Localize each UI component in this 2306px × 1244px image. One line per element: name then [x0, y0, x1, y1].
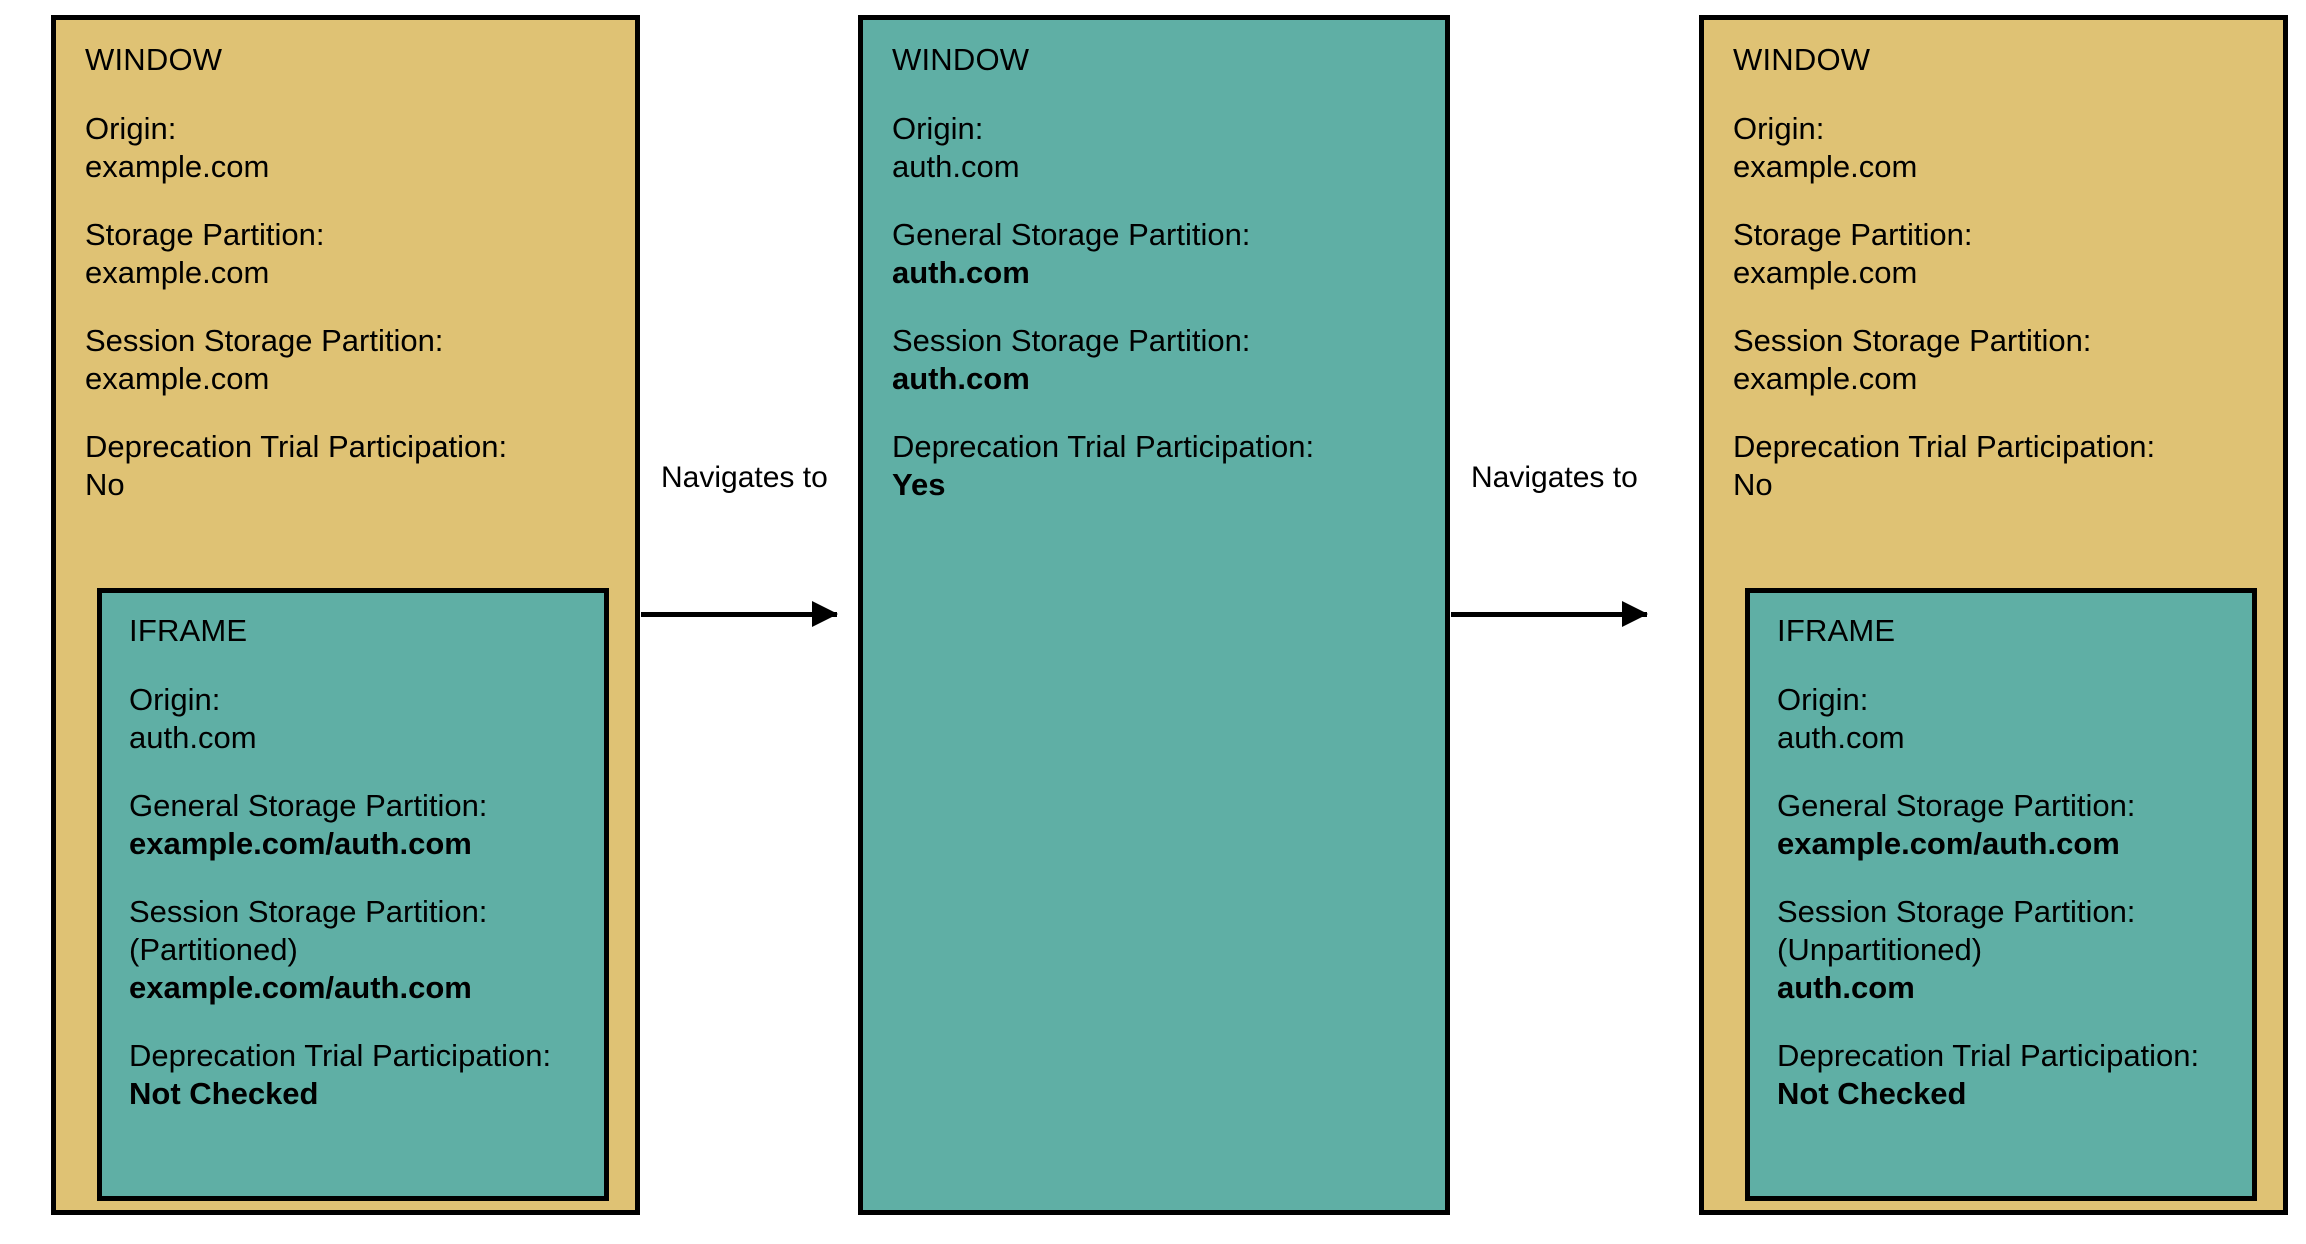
- field-label: Deprecation Trial Participation:: [85, 429, 508, 464]
- field-value: No: [85, 467, 125, 502]
- arrow-right-icon: [641, 601, 838, 627]
- field-origin: Origin: auth.com: [1777, 681, 2240, 757]
- field-sublabel: (Unpartitioned): [1777, 932, 1983, 967]
- field-label: Session Storage Partition:: [85, 323, 444, 358]
- field-session-storage-partition: Session Storage Partition: (Unpartitione…: [1777, 893, 2240, 1007]
- window-heading: WINDOW: [892, 42, 1030, 77]
- field-value: auth.com: [129, 720, 257, 755]
- field-storage-partition: Storage Partition: example.com: [1733, 216, 2269, 292]
- field-value: example.com: [1733, 255, 1918, 290]
- field-storage-partition: Storage Partition: example.com: [85, 216, 621, 292]
- field-label: Session Storage Partition:: [1733, 323, 2092, 358]
- field-value: Not Checked: [129, 1076, 319, 1111]
- field-value: Yes: [892, 467, 946, 502]
- window-heading: WINDOW: [85, 42, 223, 77]
- arrow-label-navigates-to-2: Navigates to: [1471, 461, 1638, 494]
- field-label: Storage Partition:: [1733, 217, 1973, 252]
- field-label: Deprecation Trial Participation:: [1733, 429, 2156, 464]
- field-deprecation-trial-participation: Deprecation Trial Participation: Not Che…: [129, 1037, 592, 1113]
- iframe-box-1-content: IFRAME Origin: auth.com General Storage …: [129, 611, 592, 1113]
- window-heading: WINDOW: [1733, 42, 1871, 77]
- window-panel-3-content: WINDOW Origin: example.com Storage Parti…: [1733, 40, 2269, 504]
- iframe-box-3: IFRAME Origin: auth.com General Storage …: [1745, 588, 2257, 1201]
- window-panel-2-content: WINDOW Origin: auth.com General Storage …: [892, 40, 1431, 504]
- field-value: auth.com: [1777, 720, 1905, 755]
- window-panel-2: WINDOW Origin: auth.com General Storage …: [858, 15, 1450, 1215]
- arrow-right-icon: [1451, 601, 1648, 627]
- field-general-storage-partition: General Storage Partition: auth.com: [892, 216, 1431, 292]
- field-value: example.com: [85, 149, 270, 184]
- field-label: General Storage Partition:: [129, 788, 488, 823]
- field-session-storage-partition: Session Storage Partition: example.com: [1733, 322, 2269, 398]
- field-origin: Origin: auth.com: [129, 681, 592, 757]
- iframe-box-3-content: IFRAME Origin: auth.com General Storage …: [1777, 611, 2240, 1113]
- field-label: Origin:: [1733, 111, 1825, 146]
- field-deprecation-trial-participation: Deprecation Trial Participation: No: [85, 428, 621, 504]
- iframe-box-1: IFRAME Origin: auth.com General Storage …: [97, 588, 609, 1201]
- field-session-storage-partition: Session Storage Partition: (Partitioned)…: [129, 893, 592, 1007]
- iframe-heading: IFRAME: [1777, 613, 1896, 648]
- field-label: Session Storage Partition:: [129, 894, 488, 929]
- field-label: Origin:: [129, 682, 221, 717]
- field-value: auth.com: [892, 149, 1020, 184]
- field-deprecation-trial-participation: Deprecation Trial Participation: Not Che…: [1777, 1037, 2240, 1113]
- field-value: auth.com: [892, 361, 1030, 396]
- field-label: General Storage Partition:: [892, 217, 1251, 252]
- field-session-storage-partition: Session Storage Partition: example.com: [85, 322, 621, 398]
- field-session-storage-partition: Session Storage Partition: auth.com: [892, 322, 1431, 398]
- field-deprecation-trial-participation: Deprecation Trial Participation: Yes: [892, 428, 1431, 504]
- field-value: No: [1733, 467, 1773, 502]
- field-label: Origin:: [1777, 682, 1869, 717]
- field-value: example.com: [85, 361, 270, 396]
- arrow-label-navigates-to-1: Navigates to: [661, 461, 828, 494]
- window-panel-1-content: WINDOW Origin: example.com Storage Parti…: [85, 40, 621, 504]
- field-origin: Origin: auth.com: [892, 110, 1431, 186]
- field-value: example.com: [1733, 149, 1918, 184]
- field-value: example.com/auth.com: [129, 970, 472, 1005]
- window-panel-3: WINDOW Origin: example.com Storage Parti…: [1699, 15, 2288, 1215]
- field-value: example.com: [85, 255, 270, 290]
- field-value: example.com/auth.com: [129, 826, 472, 861]
- field-label: Deprecation Trial Participation:: [1777, 1038, 2200, 1073]
- field-label: Session Storage Partition:: [1777, 894, 2136, 929]
- field-origin: Origin: example.com: [85, 110, 621, 186]
- field-value: example.com/auth.com: [1777, 826, 2120, 861]
- field-label: Deprecation Trial Participation:: [129, 1038, 552, 1073]
- field-sublabel: (Partitioned): [129, 932, 298, 967]
- field-label: Origin:: [892, 111, 984, 146]
- field-label: Storage Partition:: [85, 217, 325, 252]
- field-general-storage-partition: General Storage Partition: example.com/a…: [129, 787, 592, 863]
- field-label: Origin:: [85, 111, 177, 146]
- field-value: auth.com: [1777, 970, 1915, 1005]
- field-label: Session Storage Partition:: [892, 323, 1251, 358]
- field-value: Not Checked: [1777, 1076, 1967, 1111]
- field-label: General Storage Partition:: [1777, 788, 2136, 823]
- field-value: auth.com: [892, 255, 1030, 290]
- field-general-storage-partition: General Storage Partition: example.com/a…: [1777, 787, 2240, 863]
- iframe-heading: IFRAME: [129, 613, 248, 648]
- field-origin: Origin: example.com: [1733, 110, 2269, 186]
- field-deprecation-trial-participation: Deprecation Trial Participation: No: [1733, 428, 2269, 504]
- window-panel-1: WINDOW Origin: example.com Storage Parti…: [51, 15, 640, 1215]
- field-label: Deprecation Trial Participation:: [892, 429, 1315, 464]
- field-value: example.com: [1733, 361, 1918, 396]
